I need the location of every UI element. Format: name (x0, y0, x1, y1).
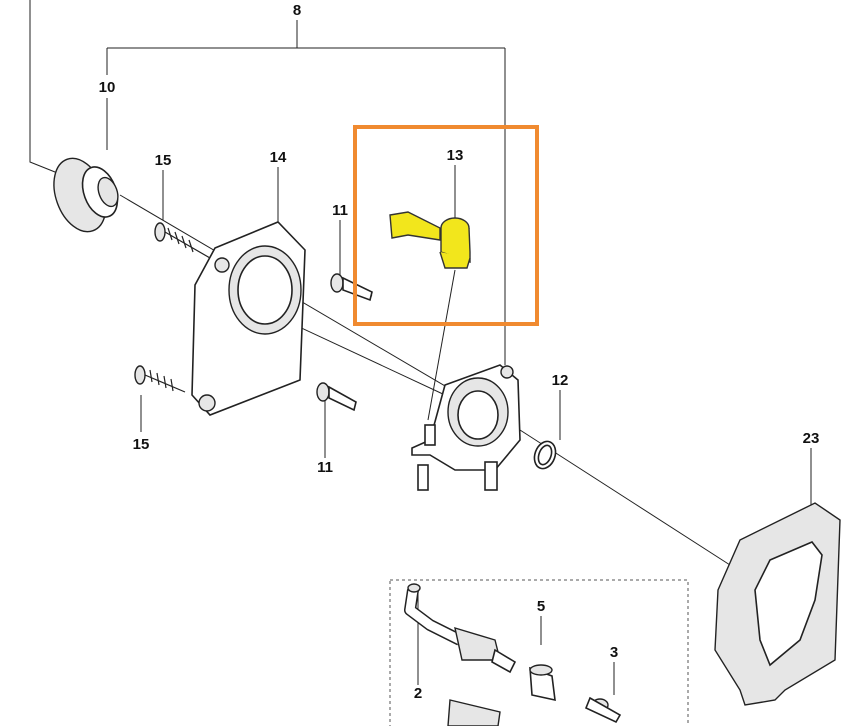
callout-14: 14 (270, 149, 287, 166)
callout-15-bottom: 15 (133, 436, 150, 453)
screw-part-11-top[interactable] (330, 273, 373, 302)
oil-pump-piston-part-13[interactable] (389, 211, 471, 269)
nipple-part-3[interactable] (584, 696, 622, 724)
callout-11-bottom: 11 (317, 459, 333, 476)
screw-part-15-top[interactable] (154, 222, 211, 259)
highlight-box (353, 125, 539, 326)
callout-8: 8 (293, 2, 301, 19)
callout-10: 10 (99, 79, 116, 96)
oil-hose-part-2[interactable] (404, 583, 517, 674)
callout-labels: 8 10 15 14 11 13 12 15 11 23 5 2 3 (99, 2, 820, 702)
filter-part[interactable] (447, 699, 501, 726)
callout-12: 12 (552, 372, 569, 389)
cover-plate-part-14[interactable] (191, 221, 306, 416)
o-ring-part-12[interactable] (531, 438, 559, 471)
callout-15-top: 15 (155, 152, 172, 169)
bushing-part-5[interactable] (529, 664, 556, 702)
screw-part-15-bottom[interactable] (134, 365, 186, 393)
oil-pump-body[interactable] (411, 364, 521, 491)
callout-11-top: 11 (332, 202, 348, 219)
guide-plate-part-23[interactable] (714, 502, 841, 706)
leader-lines (29, 0, 812, 695)
callout-2: 2 (414, 685, 422, 702)
worm-gear-part-10[interactable] (44, 151, 123, 239)
hose-subassembly-box (389, 579, 689, 726)
screw-part-11-bottom[interactable] (316, 382, 357, 412)
callout-5: 5 (537, 598, 545, 615)
callout-23: 23 (803, 430, 820, 447)
callout-13: 13 (447, 147, 464, 164)
callout-3: 3 (610, 644, 618, 661)
